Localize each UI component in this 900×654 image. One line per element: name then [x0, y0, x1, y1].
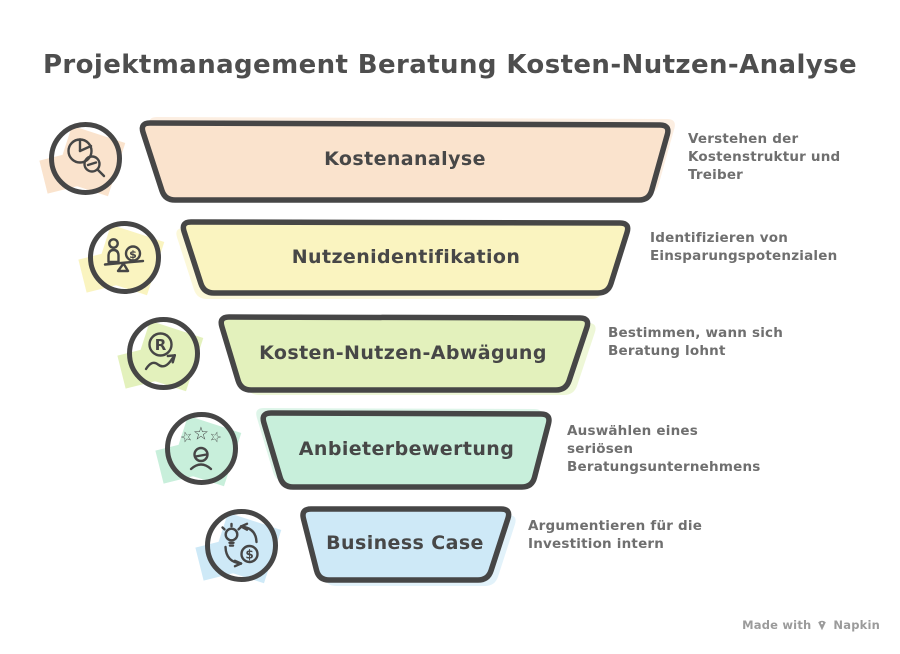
star-icon: ☆: [193, 424, 209, 445]
funnel-stage-1-shape: [139, 117, 675, 203]
stage-label-nutzenidentifikation: Nutzenidentifikation: [291, 246, 521, 268]
stage-label-kostenanalyse: Kostenanalyse: [324, 148, 486, 170]
icon-circle-outline: [205, 509, 278, 582]
funnel-stage-5-shape: [300, 506, 516, 586]
icon-circle-outline: [49, 122, 122, 195]
page-title: Projektmanagement Beratung Kosten-Nutzen…: [42, 50, 858, 80]
stage-description-1: Verstehen der Kostenstruktur und Treiber: [688, 131, 841, 183]
star-icon: ☆: [207, 428, 224, 447]
stage-label-kosten-nutzen-abwaegung: Kosten-Nutzen-Abwägung: [259, 342, 547, 364]
idea-money-cycle-icon: $: [195, 509, 282, 584]
pen-nib-icon: [818, 620, 827, 631]
roi-trend-arrow-icon: R: [117, 317, 204, 392]
person-money-balance-icon: $: [78, 221, 165, 296]
watermark-prefix: Made with: [742, 618, 812, 632]
icon-circle-outline: [88, 221, 161, 294]
star-rating-person-icon: ☆ ☆ ☆: [155, 412, 242, 487]
stage-description-5: Argumentieren für die Investition intern: [528, 518, 703, 552]
stage-description-2: Identifizieren von Einsparungspotenziale…: [650, 230, 838, 264]
funnel-stage-2-shape: [176, 219, 631, 299]
svg-text:$: $: [129, 248, 137, 261]
made-with-napkin-watermark: Made with Napkin: [742, 618, 880, 632]
svg-text:R: R: [155, 336, 167, 354]
svg-text:$: $: [245, 548, 253, 562]
icon-circle-outline: [165, 412, 238, 485]
funnel-stage-3-shape: [218, 314, 596, 395]
stage-description-4: Auswählen eines seriösen Beratungsuntern…: [567, 423, 761, 475]
funnel-stage-4-shape: [256, 408, 552, 490]
pie-chart-magnifier-icon: [39, 122, 126, 197]
stage-label-business-case: Business Case: [326, 532, 484, 554]
star-icon: ☆: [178, 428, 195, 447]
watermark-brand: Napkin: [833, 618, 880, 632]
icon-circle-outline: [127, 317, 200, 390]
stage-label-anbieterbewertung: Anbieterbewertung: [298, 438, 515, 460]
stage-description-3: Bestimmen, wann sich Beratung lohnt: [608, 325, 784, 359]
